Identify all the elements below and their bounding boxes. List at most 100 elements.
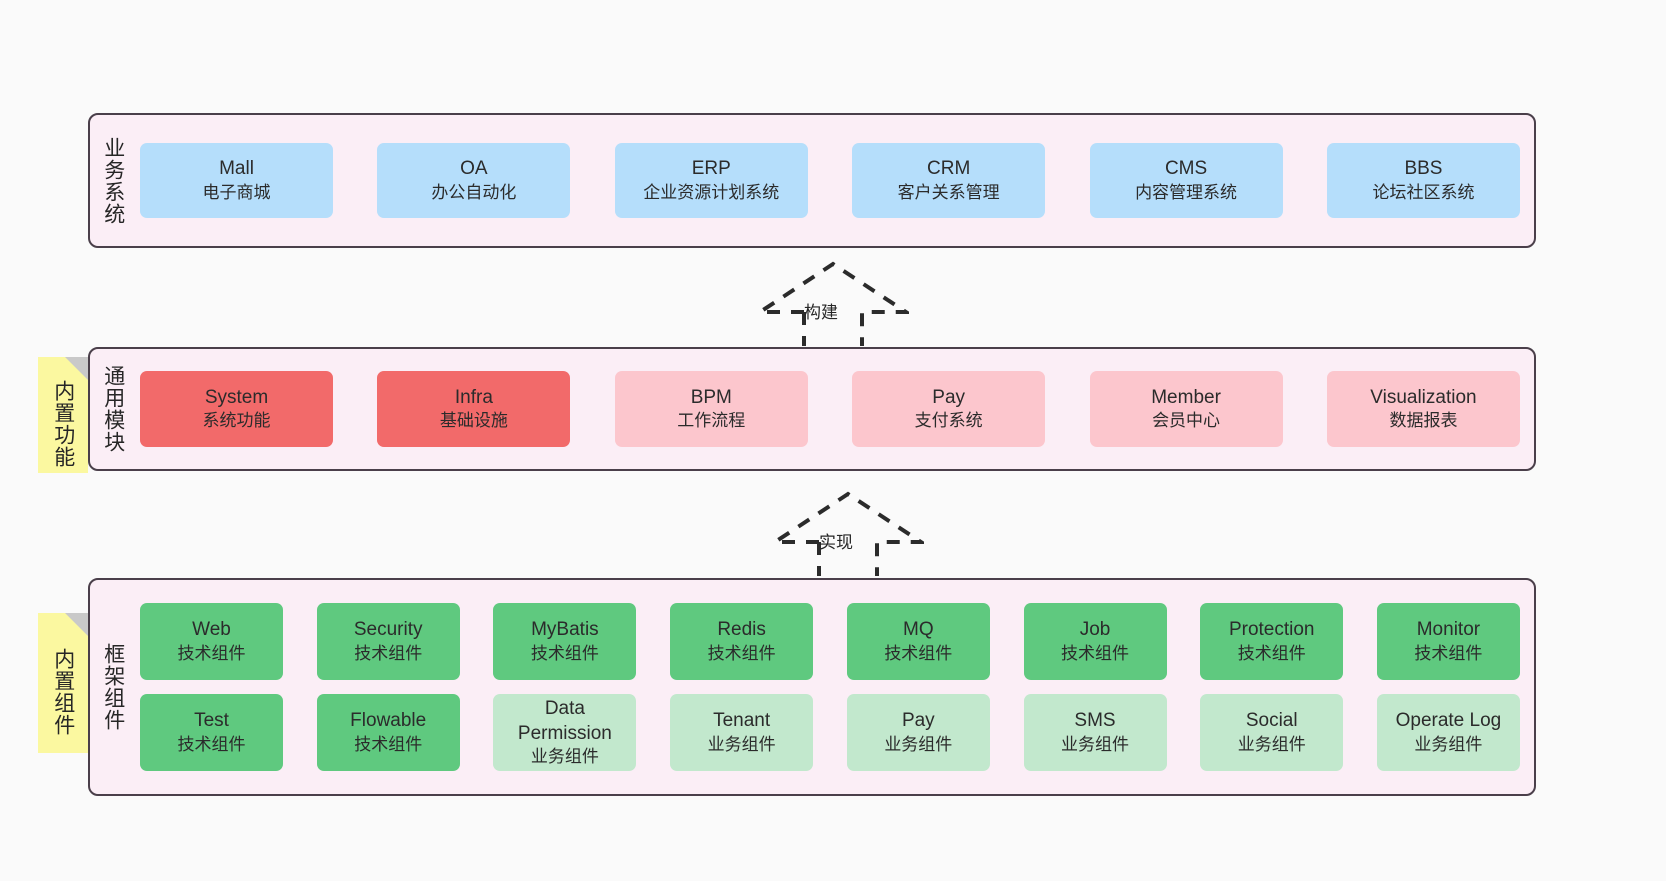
card-title: CMS: [1164, 158, 1208, 180]
card-title: OA: [460, 158, 488, 180]
connector-build-arrow: [753, 261, 913, 346]
card-bpm[interactable]: BPM 工作流程: [614, 371, 808, 447]
card-subtitle: 业务组件: [530, 746, 599, 766]
card-social[interactable]: Social 业务组件: [1200, 694, 1344, 771]
card-subtitle: 企业资源计划系统: [643, 182, 780, 202]
card-title: Pay: [932, 386, 966, 408]
card-system[interactable]: System 系统功能: [140, 371, 333, 447]
card-title: SMS: [1074, 710, 1116, 732]
connector-build-label: 构建: [804, 303, 838, 322]
card-tenant[interactable]: Tenant 业务组件: [670, 694, 814, 771]
layer-common-module: 通用模块 System 系统功能 Infra 基础设施 BPM 工作流程 Pay…: [88, 347, 1536, 471]
card-subtitle: 技术组件: [707, 643, 776, 663]
card-subtitle: 电子商城: [202, 182, 271, 202]
connector-implement-label: 实现: [819, 533, 853, 552]
card-subtitle: 系统功能: [202, 411, 271, 431]
card-subtitle: 客户关系管理: [897, 182, 1000, 202]
card-monitor[interactable]: Monitor 技术组件: [1376, 603, 1520, 680]
card-title: MyBatis: [531, 619, 599, 641]
card-mybatis[interactable]: MyBatis 技术组件: [493, 603, 637, 680]
card-operate-log[interactable]: Operate Log 业务组件: [1376, 694, 1520, 771]
card-subtitle: 技术组件: [354, 643, 423, 663]
card-data-permission[interactable]: Data Permission 业务组件: [493, 694, 637, 771]
fold-corner-icon: [65, 357, 88, 380]
card-pay[interactable]: Pay 支付系统: [852, 371, 1046, 447]
sticky-note-label: 内置组件: [51, 648, 75, 736]
card-subtitle: 内容管理系统: [1135, 182, 1238, 202]
connector-build: 构建: [753, 258, 913, 346]
fold-corner-icon: [65, 613, 88, 636]
card-oa[interactable]: OA 办公自动化: [377, 143, 571, 218]
card-title: Data Permission: [517, 698, 612, 744]
card-title: Tenant: [713, 710, 771, 732]
card-subtitle: 会员中心: [1152, 411, 1221, 431]
layer-framework-component: 框架组件 Web 技术组件 Security 技术组件 MyBatis 技术组件…: [88, 578, 1536, 796]
card-protection[interactable]: Protection 技术组件: [1200, 603, 1344, 680]
card-subtitle: 办公自动化: [431, 182, 517, 202]
card-title: Operate Log: [1395, 710, 1502, 732]
sticky-note-builtin-function: 内置功能: [38, 357, 88, 473]
card-title: Monitor: [1416, 619, 1481, 641]
card-title: Social: [1245, 710, 1298, 732]
connector-implement-arrow: [768, 491, 928, 576]
card-title: Web: [192, 619, 231, 641]
card-cms[interactable]: CMS 内容管理系统: [1089, 143, 1283, 218]
card-subtitle: 技术组件: [1061, 643, 1130, 663]
card-subtitle: 技术组件: [530, 643, 599, 663]
card-title: BPM: [690, 386, 732, 408]
card-title: Visualization: [1370, 386, 1477, 408]
card-title: Job: [1079, 619, 1111, 641]
card-title: Protection: [1228, 619, 1315, 641]
card-member[interactable]: Member 会员中心: [1089, 371, 1283, 447]
card-crm[interactable]: CRM 客户关系管理: [852, 143, 1046, 218]
card-subtitle: 业务组件: [707, 734, 776, 754]
layer-body-framework-component: Web 技术组件 Security 技术组件 MyBatis 技术组件 Redi…: [136, 580, 1534, 794]
card-subtitle: 业务组件: [1414, 734, 1483, 754]
connector-implement: 实现: [768, 488, 928, 576]
card-subtitle: 技术组件: [1237, 643, 1306, 663]
card-subtitle: 技术组件: [1414, 643, 1483, 663]
card-title: Security: [353, 619, 423, 641]
card-security[interactable]: Security 技术组件: [316, 603, 460, 680]
card-visualization[interactable]: Visualization 数据报表: [1326, 371, 1520, 447]
card-subtitle: 支付系统: [914, 411, 983, 431]
card-title: MQ: [903, 619, 934, 641]
layer-title-business-system: 业务系统: [101, 136, 125, 225]
card-redis[interactable]: Redis 技术组件: [670, 603, 814, 680]
card-title: Flowable: [350, 710, 427, 732]
card-title: Member: [1151, 386, 1221, 408]
card-pay-business[interactable]: Pay 业务组件: [846, 694, 990, 771]
card-subtitle: 工作流程: [677, 411, 746, 431]
card-subtitle: 技术组件: [884, 643, 953, 663]
card-subtitle: 数据报表: [1389, 411, 1458, 431]
card-infra[interactable]: Infra 基础设施: [377, 371, 571, 447]
card-subtitle: 业务组件: [1061, 734, 1130, 754]
card-job[interactable]: Job 技术组件: [1023, 603, 1167, 680]
card-mall[interactable]: Mall 电子商城: [140, 143, 333, 218]
layer-title-framework-component: 框架组件: [101, 643, 125, 731]
card-subtitle: 技术组件: [177, 643, 246, 663]
layer-business-system: 业务系统 Mall 电子商城 OA 办公自动化 ERP 企业资源计划系统 CRM…: [88, 113, 1536, 248]
card-bbs[interactable]: BBS 论坛社区系统: [1326, 143, 1520, 218]
card-sms[interactable]: SMS 业务组件: [1023, 694, 1167, 771]
layer-title-common-module: 通用模块: [101, 365, 125, 453]
card-mq[interactable]: MQ 技术组件: [846, 603, 990, 680]
card-subtitle: 业务组件: [1237, 734, 1306, 754]
card-subtitle: 技术组件: [354, 734, 423, 754]
card-subtitle: 业务组件: [884, 734, 953, 754]
sticky-note-builtin-component: 内置组件: [38, 613, 88, 753]
card-erp[interactable]: ERP 企业资源计划系统: [614, 143, 808, 218]
card-subtitle: 基础设施: [439, 411, 508, 431]
card-title: Test: [194, 710, 229, 732]
card-flowable[interactable]: Flowable 技术组件: [316, 694, 460, 771]
layer-body-business-system: Mall 电子商城 OA 办公自动化 ERP 企业资源计划系统 CRM 客户关系…: [136, 115, 1534, 246]
card-title: CRM: [927, 158, 971, 180]
card-subtitle: 论坛社区系统: [1372, 182, 1475, 202]
card-title: Mall: [219, 158, 254, 180]
card-row: System 系统功能 Infra 基础设施 BPM 工作流程 Pay 支付系统…: [140, 371, 1520, 447]
card-web[interactable]: Web 技术组件: [140, 603, 283, 680]
card-test[interactable]: Test 技术组件: [140, 694, 283, 771]
sticky-note-label: 内置功能: [51, 380, 75, 468]
card-row: Mall 电子商城 OA 办公自动化 ERP 企业资源计划系统 CRM 客户关系…: [140, 143, 1520, 218]
